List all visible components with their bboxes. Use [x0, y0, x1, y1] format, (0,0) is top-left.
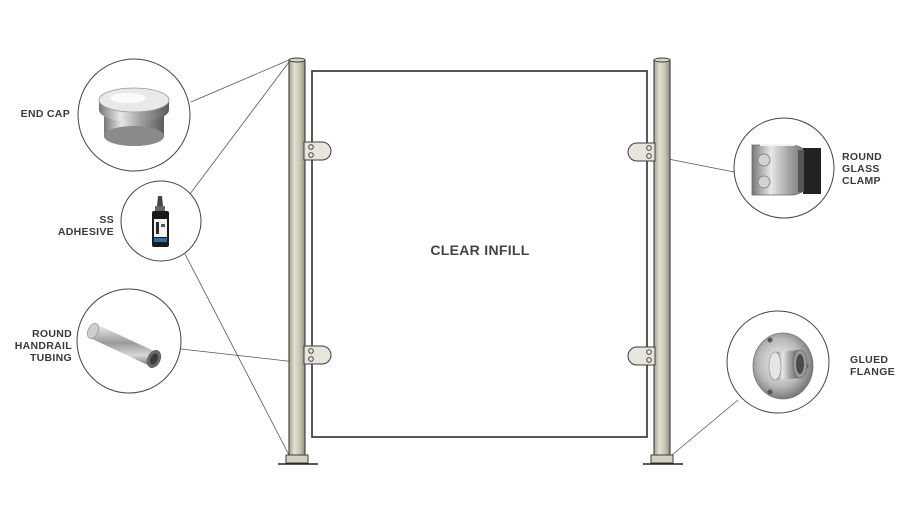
- left-post: [278, 57, 318, 465]
- glass-clamp-image: [751, 144, 821, 196]
- label-glued-flange: GLUED FLANGE: [850, 354, 895, 378]
- leader-adhesive-top: [189, 61, 290, 195]
- adhesive-bottle-image: [152, 196, 169, 247]
- label-tubing-line-1: ROUND: [32, 328, 72, 340]
- label-end-cap-line-1: END CAP: [20, 108, 70, 120]
- end-cap-image: [98, 87, 170, 146]
- label-tubing-line-2: HANDRAIL: [14, 340, 72, 352]
- left-flange: [285, 454, 309, 464]
- leader-lines: [180, 59, 739, 456]
- label-clamp-line-3: CLAMP: [842, 175, 881, 187]
- label-round-handrail-tubing: ROUND HANDRAIL TUBING: [10, 328, 72, 364]
- right-post: [643, 57, 683, 465]
- label-clamp-line-2: GLASS: [842, 163, 880, 175]
- glass-infill-panel: [311, 70, 648, 438]
- clamp-left-top: [303, 141, 332, 161]
- clamp-right-bottom: [627, 346, 656, 366]
- leader-tubing: [180, 348, 297, 363]
- right-flange: [650, 454, 674, 464]
- clear-infill-label: CLEAR INFILL: [430, 242, 530, 258]
- label-flange-line-2: FLANGE: [850, 366, 895, 378]
- leader-flange: [671, 399, 739, 456]
- label-flange-line-1: GLUED: [850, 354, 889, 366]
- clamp-left-bottom: [303, 345, 332, 365]
- label-clamp-line-1: ROUND: [842, 151, 882, 163]
- label-ss-adhesive: SS ADHESIVE: [30, 214, 114, 238]
- label-tubing-line-3: TUBING: [29, 352, 72, 364]
- leader-end-cap: [190, 59, 290, 103]
- clamp-right-top: [627, 142, 656, 162]
- label-ss-adhesive-line-2: ADHESIVE: [57, 226, 114, 238]
- label-end-cap: END CAP: [10, 108, 70, 120]
- label-round-glass-clamp: ROUND GLASS CLAMP: [842, 151, 882, 187]
- tubing-image: [87, 323, 162, 368]
- flange-image: [752, 332, 814, 400]
- label-ss-adhesive-line-1: SS: [99, 214, 114, 226]
- leader-adhesive-bottom: [184, 253, 290, 456]
